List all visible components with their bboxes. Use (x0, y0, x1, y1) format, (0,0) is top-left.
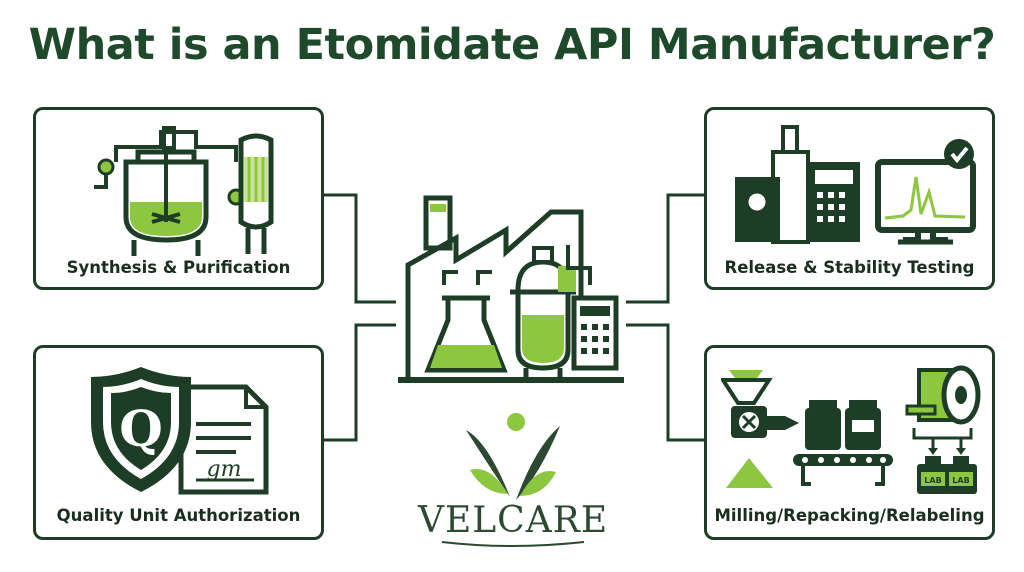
logo-underline (441, 541, 585, 547)
logo-text: VELCARE (418, 500, 609, 541)
card-label: Milling/Repacking/Relabeling (714, 506, 985, 525)
lab-instrument-monitor-icon (735, 125, 976, 245)
page-title: What is an Etomidate API Manufacturer? (28, 20, 996, 70)
card-label: Synthesis & Purification (66, 258, 291, 277)
quality-shield-document-icon: Q gm (91, 367, 269, 495)
reactor-vessel-icon (94, 126, 274, 256)
leaf-person-icon (466, 413, 560, 500)
bottle-label: LAB (952, 476, 969, 485)
milling-conveyor-icon: LAB LAB (721, 365, 981, 494)
velcare-logo: VELCARE (418, 412, 608, 552)
card-label: Release & Stability Testing (724, 258, 975, 277)
factory-icon (398, 195, 624, 383)
card-quality-unit-authorization: Q gm Quality Unit Authorization (33, 345, 324, 540)
bottle-label: LAB (924, 476, 941, 485)
signature: gm (207, 457, 242, 482)
card-release-stability-testing: Release & Stability Testing (704, 107, 995, 290)
card-synthesis-purification: Synthesis & Purification (33, 107, 324, 290)
card-label: Quality Unit Authorization (56, 506, 301, 525)
card-milling-repacking-relabeling: LAB LAB Milling/Repacking/Relabeling (704, 345, 995, 540)
shield-letter: Q (119, 399, 163, 458)
